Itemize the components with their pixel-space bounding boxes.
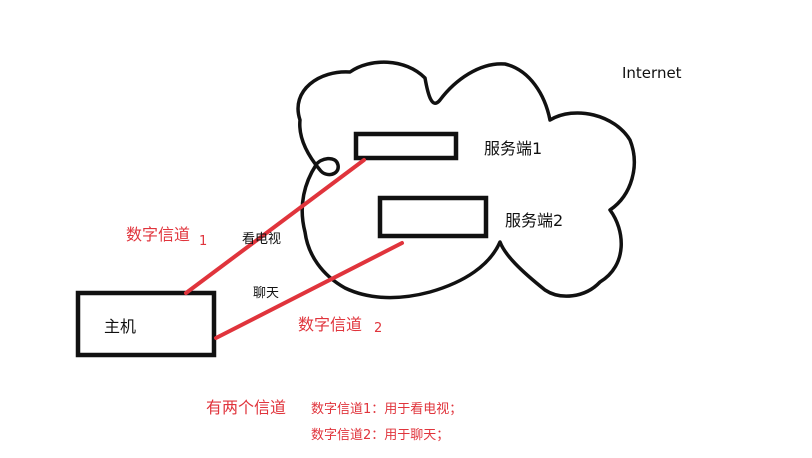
usage1-label: 看电视: [242, 231, 281, 247]
server2-box: [377, 195, 489, 239]
summary-line1: 数字信道1：用于看电视；: [311, 401, 462, 417]
server1-box: [353, 131, 459, 161]
channel2-subscript: 2: [374, 321, 382, 336]
summary-line2: 数字信道2：用于聊天；: [311, 428, 449, 443]
channel2-label: 数字信道: [298, 315, 362, 334]
server2-label: 服务端2: [505, 211, 563, 230]
internet-label: Internet: [622, 64, 682, 82]
channel1-subscript: 1: [199, 234, 207, 249]
server1-label: 服务端1: [484, 139, 542, 158]
channel2-line: [214, 241, 404, 340]
host-box: [75, 290, 217, 358]
internet-cloud: [296, 60, 636, 300]
channel1-label: 数字信道: [126, 225, 190, 244]
host-label: 主机: [104, 317, 136, 336]
summary-title: 有两个信道: [206, 398, 286, 417]
channel1-line: [184, 158, 366, 295]
usage2-label: 聊天: [253, 286, 279, 301]
